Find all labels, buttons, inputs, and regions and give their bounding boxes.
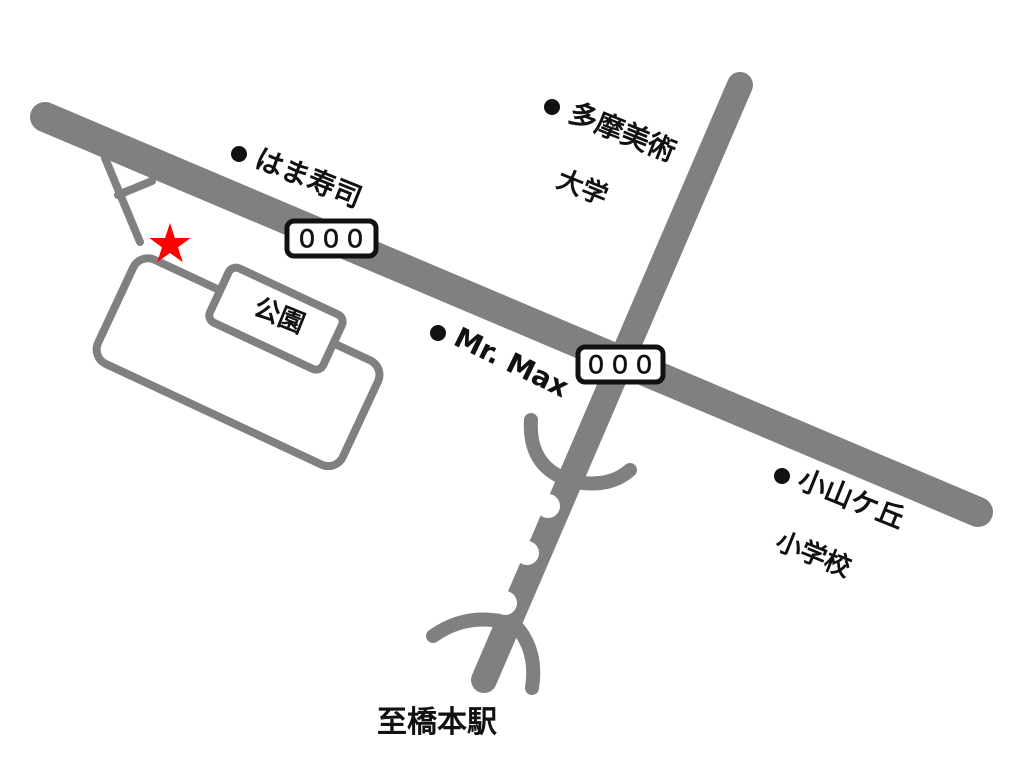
hama-sushi-dot bbox=[231, 146, 247, 162]
tama-art-label-1: 多摩美術 bbox=[564, 96, 680, 169]
sign-1: ０００ bbox=[284, 218, 379, 259]
park-inner-block bbox=[205, 263, 347, 374]
tama-art-label-2: 大学 bbox=[552, 164, 612, 212]
main-road bbox=[30, 102, 993, 527]
sign-1-text: ０００ bbox=[295, 225, 367, 253]
access-lane bbox=[101, 154, 156, 246]
oyamagaoka-dot bbox=[774, 468, 790, 484]
sign-2: ０００ bbox=[575, 344, 666, 385]
landmark-dots bbox=[231, 99, 790, 484]
station-label: 至橋本駅 bbox=[377, 705, 497, 740]
oyamagaoka-label-2: 小学校 bbox=[771, 526, 856, 584]
road-dots bbox=[493, 494, 560, 615]
mr-max-dot bbox=[430, 325, 446, 341]
sign-2-text: ０００ bbox=[584, 351, 656, 379]
destination-star-icon: ★ bbox=[146, 212, 194, 275]
station-curves bbox=[426, 413, 637, 695]
tama-art-dot bbox=[544, 99, 560, 115]
